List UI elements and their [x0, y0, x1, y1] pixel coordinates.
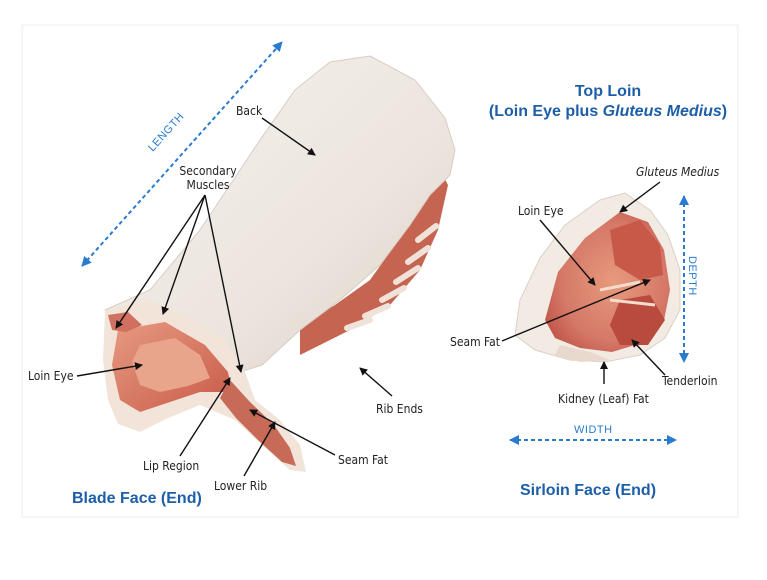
leader-lower-rib — [243, 421, 276, 477]
leader-gluteus — [619, 181, 661, 213]
leader-seam-fat — [249, 409, 336, 456]
leader-tenderloin — [631, 339, 666, 376]
sirloin-title-line1: Top Loin — [574, 83, 642, 100]
label-secondary-line2: Muscles — [186, 178, 230, 192]
label-secondary-muscles: Secondary Muscles — [176, 164, 240, 192]
label-seam-fat: Seam Fat — [338, 453, 389, 467]
dimension-arrows — [81, 41, 689, 445]
label-loin-eye: Loin Eye — [28, 369, 74, 383]
leader-rib-ends — [359, 367, 393, 397]
label-lip-region: Lip Region — [143, 459, 200, 473]
sirloin-roast — [514, 192, 681, 363]
label-secondary-line1: Secondary — [179, 164, 237, 178]
blade-roast — [103, 55, 456, 472]
sirloin-title: Top Loin (Loin Eye plus Gluteus Medius) — [488, 82, 728, 122]
leader-sirloin-loin-eye — [539, 219, 596, 286]
leader-sirloin-seam-fat — [501, 278, 651, 342]
sirloin-face-caption: Sirloin Face (End) — [520, 482, 657, 499]
blade-face-caption: Blade Face (End) — [72, 490, 202, 507]
leader-lip-region — [179, 377, 231, 457]
width-label: WIDTH — [574, 424, 613, 436]
label-back: Back — [236, 104, 263, 118]
sirloin-title-line2-post: ) — [721, 103, 728, 120]
label-rib-ends: Rib Ends — [376, 402, 423, 416]
sirloin-leader-lines — [501, 181, 666, 384]
label-sirloin-loin-eye: Loin Eye — [518, 204, 564, 218]
sirloin-title-line2-pre: (Loin Eye plus — [488, 103, 603, 120]
label-kidney-fat: Kidney (Leaf) Fat — [558, 392, 649, 406]
label-gluteus-medius: Gluteus Medius — [636, 165, 720, 179]
length-arrow — [81, 41, 283, 267]
depth-label: DEPTH — [686, 256, 698, 296]
sirloin-title-line2-em: Gluteus Medius — [602, 103, 722, 120]
leader-loin-eye — [76, 362, 143, 377]
label-lower-rib: Lower Rib — [214, 479, 268, 493]
label-sirloin-seam-fat: Seam Fat — [450, 335, 501, 349]
label-tenderloin: Tenderloin — [662, 374, 718, 388]
